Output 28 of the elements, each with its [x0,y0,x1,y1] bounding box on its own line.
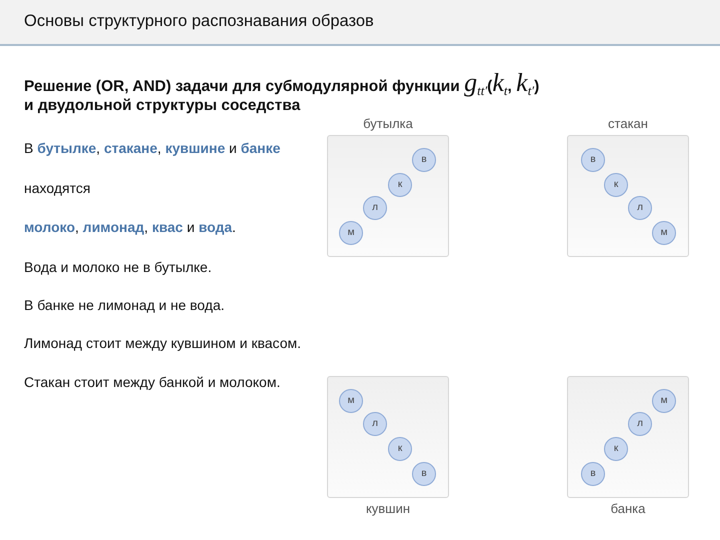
statement-text: Стакан стоит между банкой и молоком. [24,374,280,390]
letter-circle: в [412,462,436,486]
letter-circle: в [581,148,605,172]
statement-text: В банке не лимонад и не вода. [24,297,225,313]
letter-circle: к [604,173,628,197]
letter-circle: к [388,173,412,197]
letter-circle: л [363,196,387,220]
letter-circle: к [388,437,412,461]
container-label: стакан [607,116,649,132]
letter-circle: в [581,462,605,486]
statement-text: находятся [24,180,90,196]
container-label: банка [610,501,646,517]
letter-circle: л [628,196,652,220]
letter-circle: м [652,389,676,413]
slide-title: Основы структурного распознавания образов [24,12,374,31]
letter-circle: л [628,412,652,436]
letter-circle: к [604,437,628,461]
container-label: кувшин [364,501,412,517]
letter-circle: м [652,221,676,245]
statement-text: В бутылке, стакане, кувшине и банке [24,140,280,156]
container-label: бутылка [362,116,414,132]
statement-text: молоко, лимонад, квас и вода. [24,219,236,235]
letter-circle: м [339,221,363,245]
letter-circle: м [339,389,363,413]
statement-text: Вода и молоко не в бутылке. [24,259,212,275]
letter-circle: л [363,412,387,436]
letter-circle: в [412,148,436,172]
statement-text: Лимонад стоит между кувшином и квасом. [24,335,301,351]
